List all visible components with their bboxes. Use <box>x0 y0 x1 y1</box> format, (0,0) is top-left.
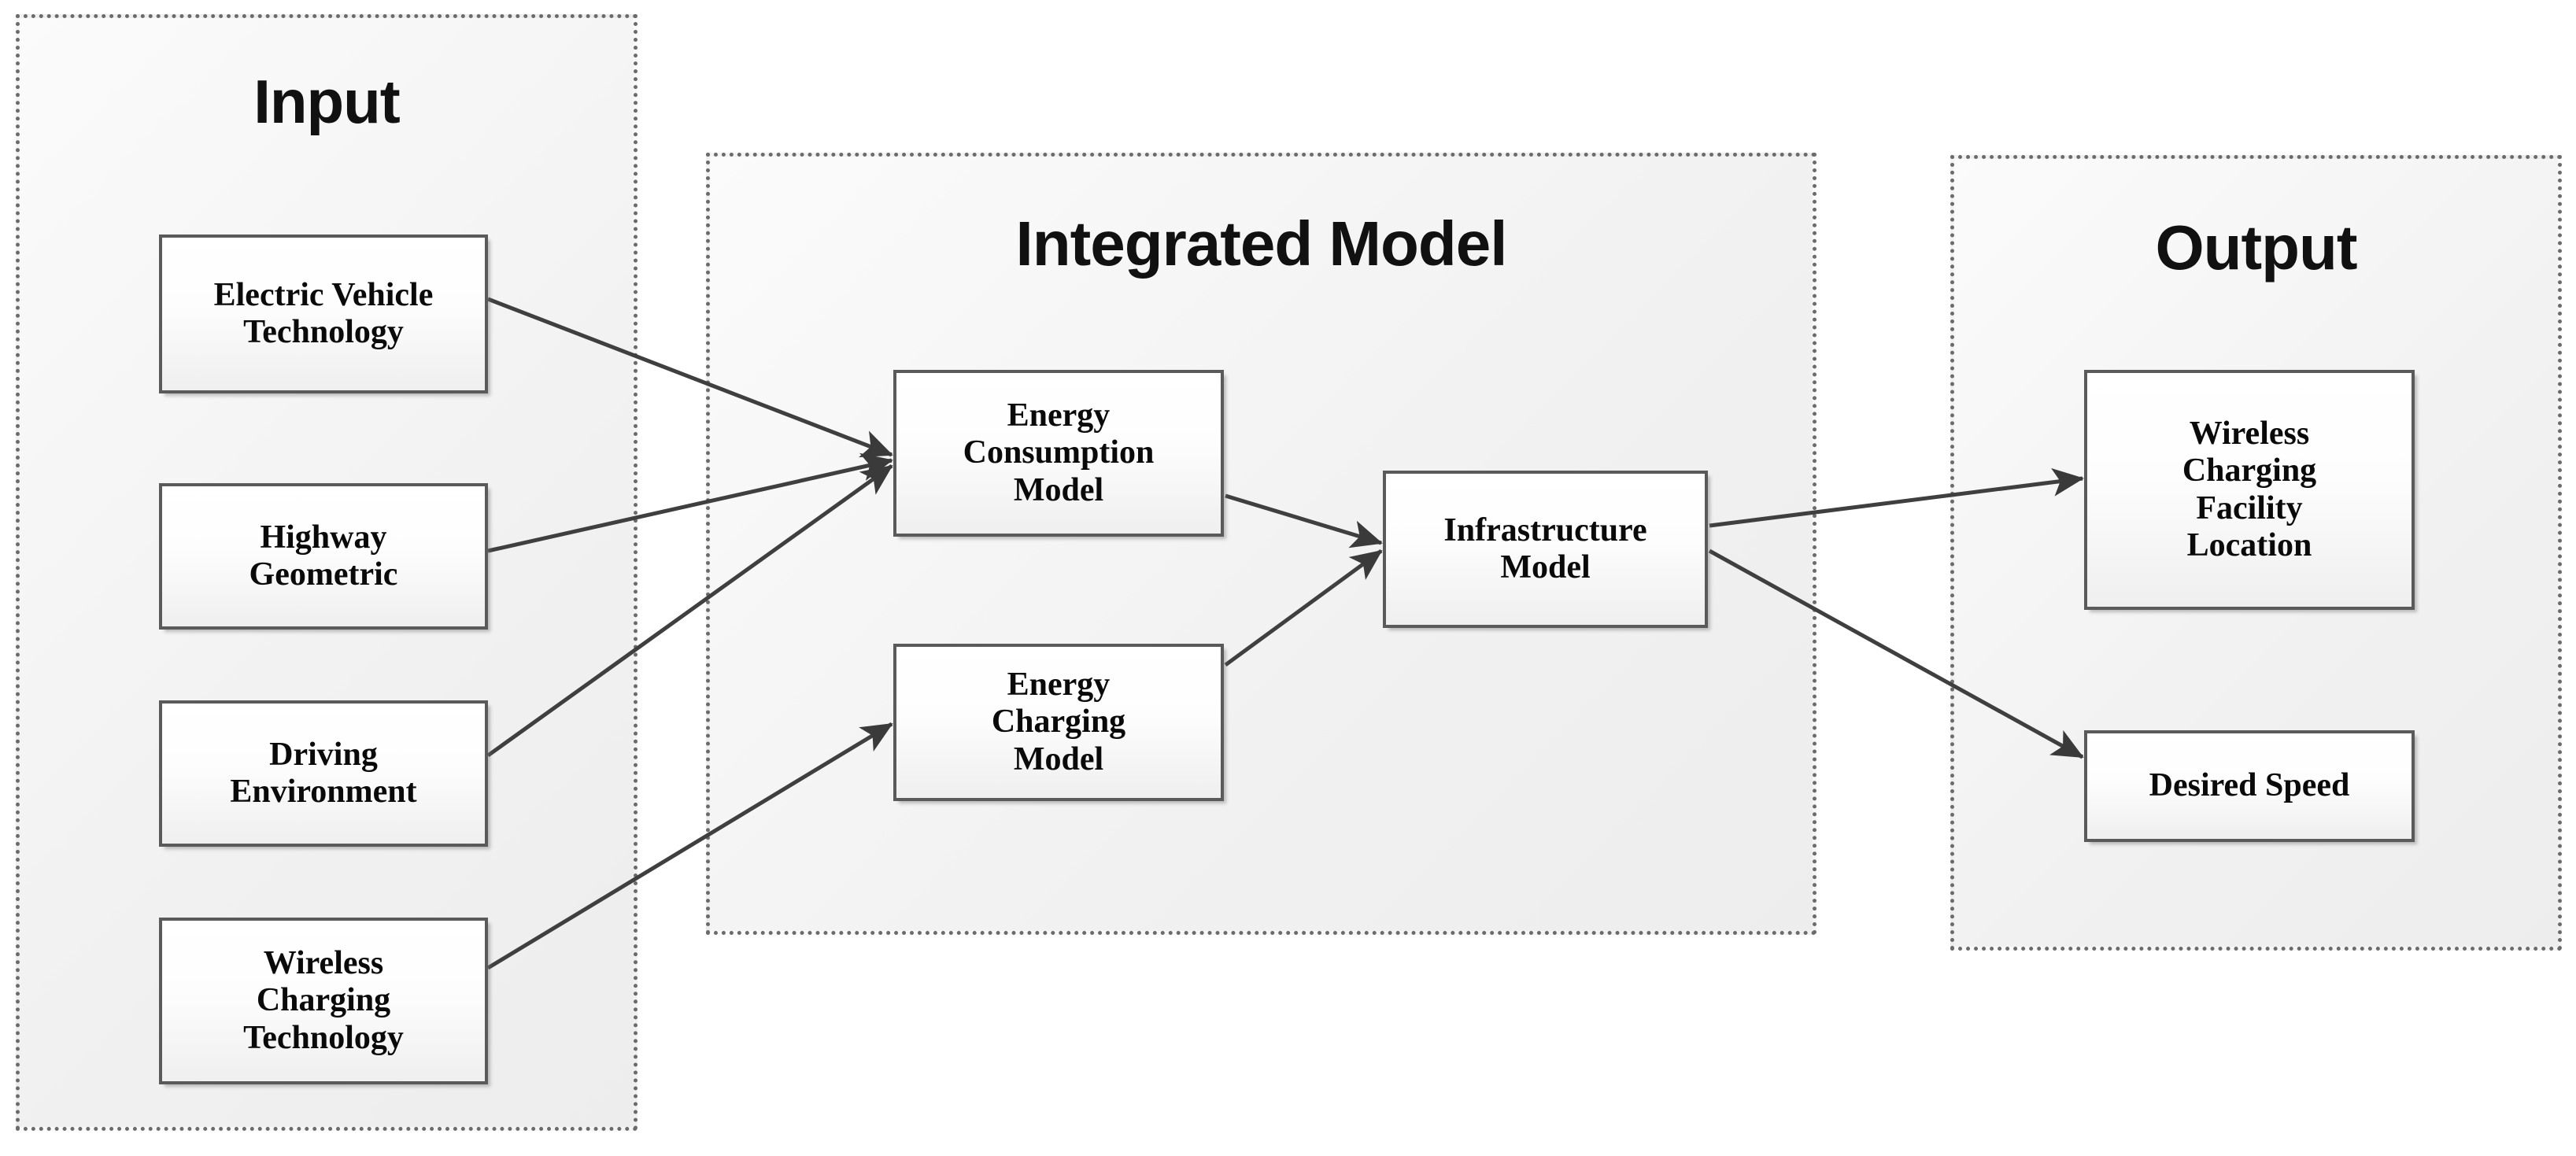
node-label-desired-speed: Desired Speed <box>2149 767 2350 804</box>
node-label-wireless-charging-technology: Wireless Charging Technology <box>243 945 404 1056</box>
node-label-energy-consumption-model: Energy Consumption Model <box>963 397 1155 508</box>
node-infrastructure-model[interactable]: Infrastructure Model <box>1383 471 1708 628</box>
node-wireless-charging-technology[interactable]: Wireless Charging Technology <box>159 918 488 1084</box>
group-integrated-model-title: Integrated Model <box>1015 209 1507 279</box>
node-energy-charging-model[interactable]: Energy Charging Model <box>893 644 1224 801</box>
node-highway-geometric[interactable]: Highway Geometric <box>159 483 488 630</box>
group-input-title: Input <box>253 67 401 136</box>
node-energy-consumption-model[interactable]: Energy Consumption Model <box>893 370 1224 537</box>
node-ev-technology[interactable]: Electric Vehicle Technology <box>159 235 488 393</box>
node-label-energy-charging-model: Energy Charging Model <box>991 667 1126 777</box>
group-output-title: Output <box>2155 212 2357 283</box>
node-label-highway-geometric: Highway Geometric <box>249 519 398 593</box>
node-label-driving-environment: Driving Environment <box>230 736 417 810</box>
node-wireless-charging-facility-location[interactable]: Wireless Charging Facility Location <box>2084 370 2415 610</box>
node-label-infrastructure-model: Infrastructure Model <box>1443 512 1647 585</box>
node-desired-speed[interactable]: Desired Speed <box>2084 730 2415 842</box>
node-label-wireless-charging-facility-location: Wireless Charging Facility Location <box>2182 415 2317 563</box>
node-driving-environment[interactable]: Driving Environment <box>159 700 488 847</box>
node-label-ev-technology: Electric Vehicle Technology <box>213 276 434 350</box>
